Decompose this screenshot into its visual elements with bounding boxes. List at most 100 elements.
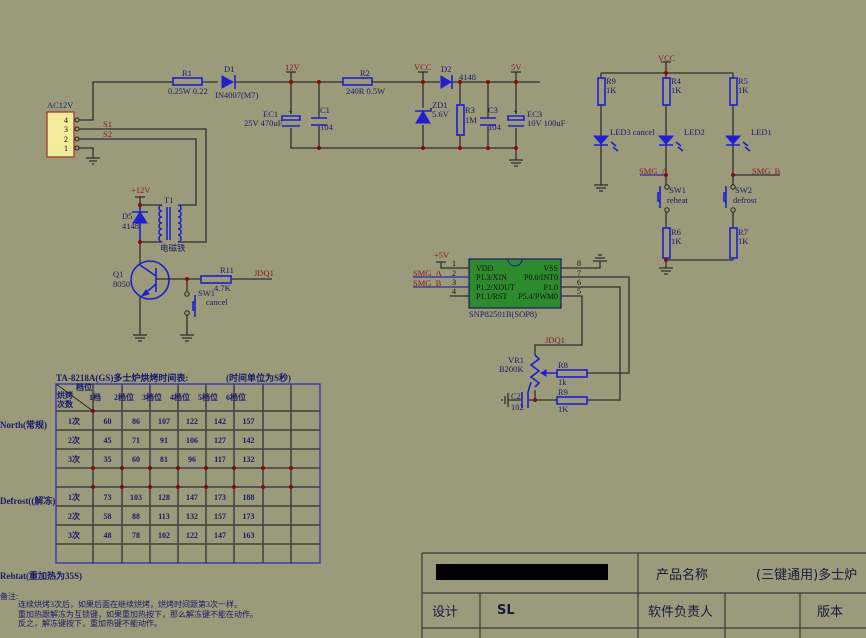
pin-number: 7	[577, 269, 581, 278]
product-name-label: 产品名称	[656, 567, 708, 583]
ref: R4	[671, 76, 682, 86]
ref: C2	[511, 391, 521, 401]
resistor-r2	[342, 77, 373, 86]
note-line: 反之，解冻键按下，重加热键不能动作。	[18, 618, 162, 628]
resistor-group	[597, 77, 738, 259]
pin-name: VSS	[543, 264, 558, 273]
junction-dot	[120, 485, 124, 489]
design-label: 设计	[432, 605, 458, 620]
redacted-bar	[436, 564, 608, 580]
pin-name: P0.0/INT0	[524, 273, 558, 282]
table-cell: 173	[214, 493, 226, 502]
ref: R3	[465, 105, 475, 115]
resistor-r9	[556, 396, 588, 405]
ref: R9	[606, 76, 616, 86]
pin-label: 2	[64, 135, 68, 144]
ref: SW2	[735, 185, 752, 195]
value: 1K	[671, 236, 682, 246]
value: 8050	[113, 279, 130, 289]
ref: Q1	[113, 269, 123, 279]
pin-number: 6	[577, 278, 581, 287]
net-smg-a: SMG_A	[413, 268, 443, 278]
led3-label: LED3 cancel	[610, 127, 655, 137]
net-plus12v: +12V	[131, 185, 151, 195]
value: 104	[320, 122, 334, 132]
table-cell: 122	[186, 417, 198, 426]
value: 1K	[738, 85, 749, 95]
net-smg-b: SMG_B	[413, 278, 442, 288]
row-label: 1次	[68, 416, 80, 426]
title-block: 产品名称 (三键通用)多士炉 设计 SL 软件负责人 版本	[421, 552, 866, 638]
junction-dot	[91, 485, 95, 489]
value: IN4007(M7)	[215, 90, 259, 100]
junction-dot	[148, 485, 152, 489]
net-12v: 12V	[285, 62, 301, 72]
junction-dot	[91, 466, 95, 470]
transistor-q1	[130, 260, 170, 300]
column-header: 6档位	[226, 392, 246, 402]
corner-bottom: 烘烤次数	[57, 391, 73, 409]
net-plus5v: +5V	[434, 250, 450, 260]
table-cell: 91	[160, 436, 168, 445]
resistor-r1	[172, 77, 203, 86]
pin-name: P1.0	[544, 283, 558, 292]
junction-dot	[261, 485, 265, 489]
ref: R6	[671, 227, 681, 237]
pin-number: 8	[577, 259, 581, 268]
pin-number: 3	[452, 278, 456, 287]
ref: R7	[738, 227, 748, 237]
table-cell: 102	[158, 531, 170, 540]
value: 240R 0.5W	[346, 86, 385, 96]
table-cell: 188	[243, 493, 255, 502]
net-5v: 5V	[511, 62, 522, 72]
plus: +	[288, 106, 293, 116]
table-cell: 86	[132, 417, 140, 426]
junction-dot	[120, 466, 124, 470]
value: reheat	[667, 195, 688, 205]
pin-label: 4	[64, 116, 68, 125]
table-cell: 60	[104, 417, 112, 426]
diode-d2	[440, 75, 452, 89]
relay-driver: +12V D5 4148 T1 电磁铁 Q1 8050 R11 4.7K JDQ…	[113, 185, 274, 342]
junction-dot	[289, 485, 293, 489]
ref: SW1	[669, 185, 686, 195]
table-cell: 71	[132, 436, 140, 445]
ref: C3	[488, 105, 498, 115]
junction-dot	[204, 485, 208, 489]
switch-sw1	[192, 295, 196, 317]
group-label-north: North(常规)	[0, 419, 47, 430]
capacitor-c3	[480, 117, 496, 126]
net-s1: S1	[103, 119, 112, 129]
table-cell: 58	[104, 512, 112, 521]
table-cell: 48	[104, 531, 112, 540]
net-s2: S2	[103, 129, 112, 139]
ref: SW1	[198, 288, 215, 298]
column-header: 4档位	[170, 392, 190, 402]
junction-dot	[148, 466, 152, 470]
value: 10V 100uF	[527, 118, 566, 128]
ref: EC1	[263, 109, 278, 119]
ref: ZD1	[432, 100, 448, 110]
pin-name: P5.4/PWM0	[518, 292, 558, 301]
table-cell: 35	[104, 455, 112, 464]
zener-zd1	[415, 110, 431, 124]
table-grid	[55, 383, 321, 564]
junction-dot	[261, 466, 265, 470]
table-cell: 81	[160, 455, 168, 464]
switch-icons	[657, 186, 727, 208]
net-vcc: VCC	[414, 62, 432, 72]
notes-title: 备注:	[0, 591, 18, 601]
ref: R1	[182, 68, 192, 78]
net-smg-b: SMG_B	[752, 166, 781, 176]
group-label-defrost: Defrost((解冻)	[0, 495, 55, 506]
pin-number: 5	[577, 287, 581, 296]
note-line: 连续烘烤3次后，如果后面在继续烘烤，烘烤时间跟第3次一样。	[18, 599, 242, 609]
table-cell: 107	[158, 417, 170, 426]
net-jdq1: JDQ1	[254, 268, 274, 278]
junction-dot	[232, 485, 236, 489]
corner-top: 档位	[76, 382, 92, 392]
note-line: 重加热跟解冻为互锁键，如果重加热按下，那么解冻键不能在动作。	[18, 609, 258, 619]
resistor-r11	[200, 275, 232, 284]
